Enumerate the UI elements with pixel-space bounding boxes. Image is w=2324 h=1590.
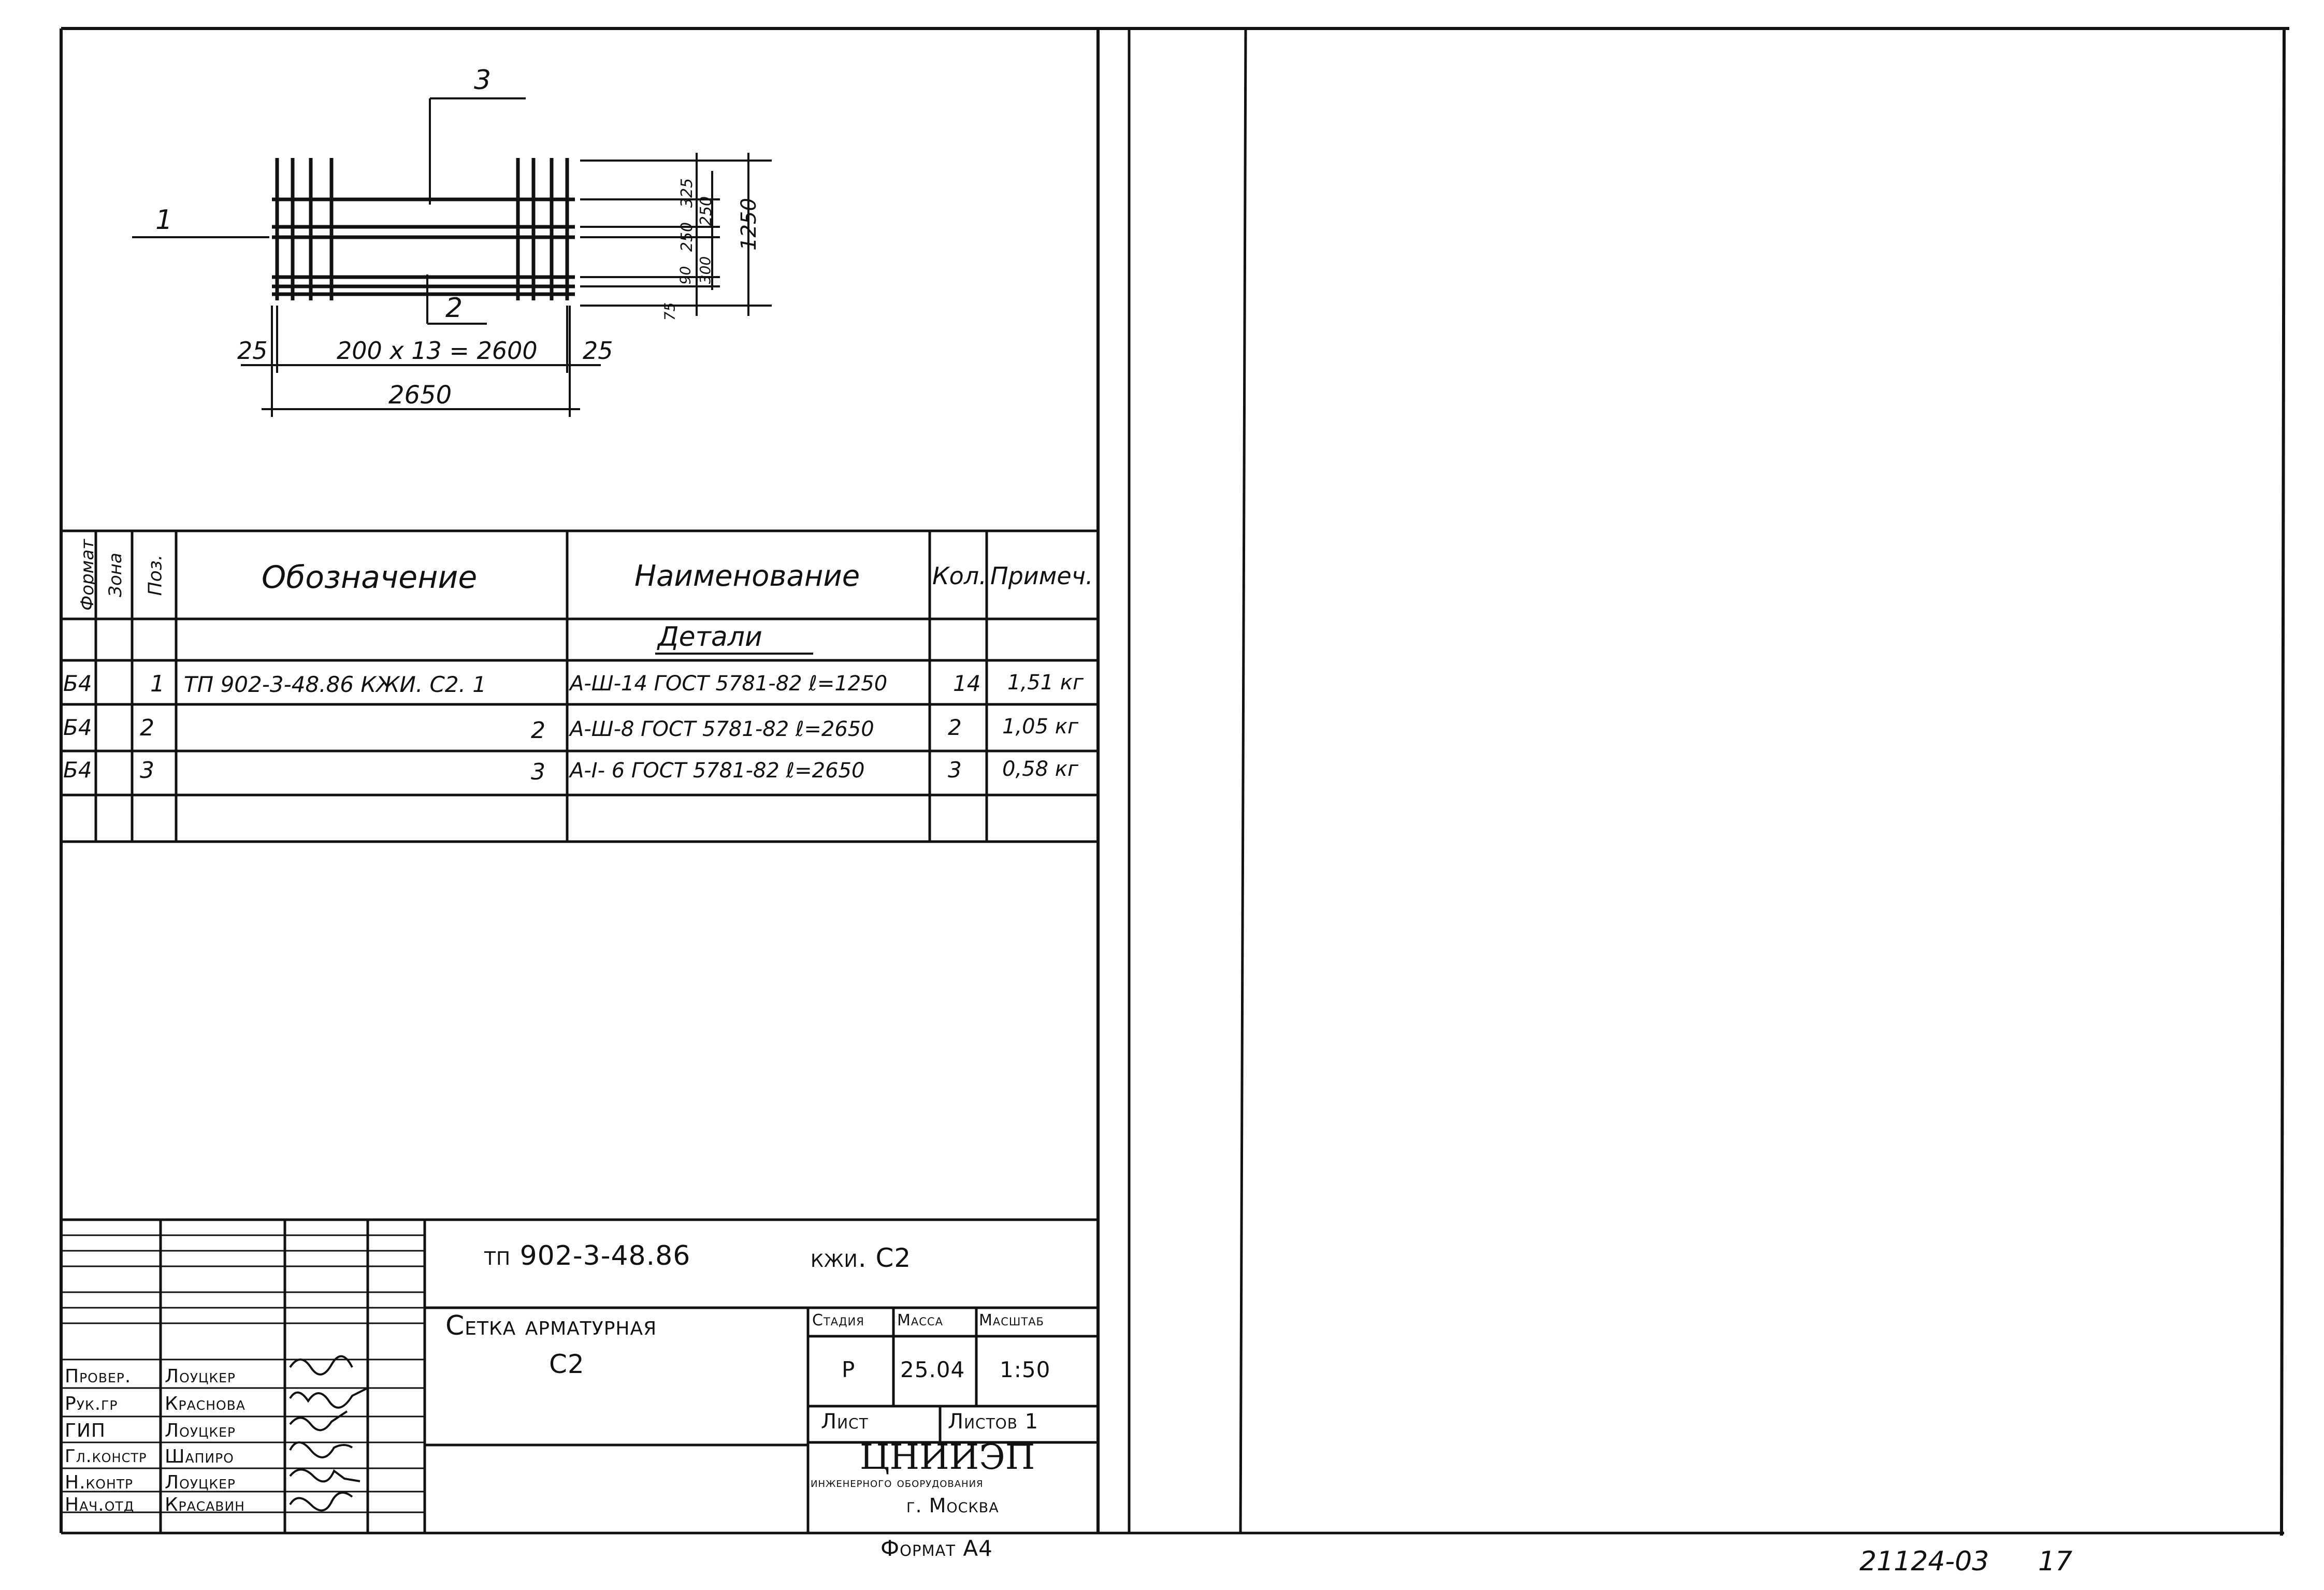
row1-note: 1,51 кг [1007,671,1084,695]
header-designation: Обозначение [262,559,478,596]
sig-role: Провер. [65,1366,132,1387]
format-label: Формат А4 [880,1536,993,1561]
doc-title-line1: Сетка арматурная [445,1310,657,1341]
row1-qty: 14 [953,671,981,696]
vdim-90: 90 [676,266,694,285]
sig-name: Краснова [165,1393,246,1414]
vdim-75: 75 [661,302,679,321]
sheets-label: Листов 1 [948,1410,1039,1434]
row1-format: Б4 [63,671,92,696]
callout-pos1: 1 [155,205,173,236]
row3-qty: 3 [948,757,962,783]
sig-name: Лоуцкер [165,1420,236,1441]
doc-title-line2: С2 [549,1349,585,1379]
sig-role: Рук.гр [65,1393,118,1414]
sig-role: Гл.констр [65,1446,147,1467]
sig-name: Лоуцкер [165,1472,236,1493]
header-pos: Поз. [145,554,166,596]
callout-pos2: 2 [445,293,463,324]
row1-designation: ТП 902-3-48.86 КЖИ. С2. 1 [184,672,487,697]
row3-name: А-I- 6 ГОСТ 5781-82 ℓ=2650 [570,759,865,783]
vdim-250b: 250 [697,196,716,226]
page-number: 17 [2038,1546,2073,1577]
row2-qty: 2 [948,715,962,740]
sheet-label: Лист [821,1410,869,1434]
row3-format: Б4 [63,757,92,783]
mass-label: Масса [897,1311,943,1329]
org-city: г. Москва [906,1494,999,1517]
vdim-250a: 250 [678,222,697,252]
vdim-325: 325 [678,178,697,208]
sig-name: Красавин [165,1494,245,1515]
row3-designation: 3 [531,759,545,785]
scale-label: Масштаб [979,1311,1044,1329]
header-note: Примеч. [990,562,1093,590]
row1-pos: 1 [150,671,165,697]
dim-total: 2650 [388,381,452,410]
section-title: Детали [658,621,762,653]
scale-value: 1:50 [1000,1357,1051,1382]
org-name: ЦНИИЭП [860,1437,1035,1477]
org-line2: инженерного оборудования [811,1475,984,1491]
row3-pos: 3 [140,757,154,784]
row2-name: А-Ш-8 ГОСТ 5781-82 ℓ=2650 [570,717,874,741]
stage-label: Стадия [812,1311,864,1329]
mass-value: 25.04 [900,1357,965,1382]
doc-code: тп 902-3-48.86 [484,1240,691,1271]
dim-spacing: 200 x 13 = 2600 [337,337,538,365]
vdim-1250: 1250 [737,198,761,251]
stage-value: Р [842,1357,856,1382]
header-format: Формат [77,539,98,611]
sig-role: Нач.отд [65,1494,135,1515]
row2-note: 1,05 кг [1002,715,1078,739]
archive-number: 21124-03 [1859,1546,1989,1577]
sig-role: Н.контр [65,1472,134,1493]
dim-right-offset: 25 [583,337,613,365]
row2-designation: 2 [531,717,545,744]
header-name: Наименование [634,559,860,593]
row2-format: Б4 [63,715,92,740]
sig-role: ГИП [65,1420,106,1441]
callout-pos3: 3 [474,65,492,96]
doc-mark: кжи. С2 [811,1243,912,1273]
signature-marks [289,1355,368,1512]
sig-name: Шапиро [165,1446,234,1467]
header-zone: Зона [105,553,126,597]
row2-pos: 2 [140,715,154,741]
dim-left-offset: 25 [237,337,268,365]
header-qty: Кол. [932,562,987,590]
row1-name: А-Ш-14 ГОСТ 5781-82 ℓ=1250 [570,672,888,696]
row3-note: 0,58 кг [1002,757,1078,781]
vdim-300: 300 [697,256,714,284]
sig-name: Лоуцкер [165,1366,236,1387]
